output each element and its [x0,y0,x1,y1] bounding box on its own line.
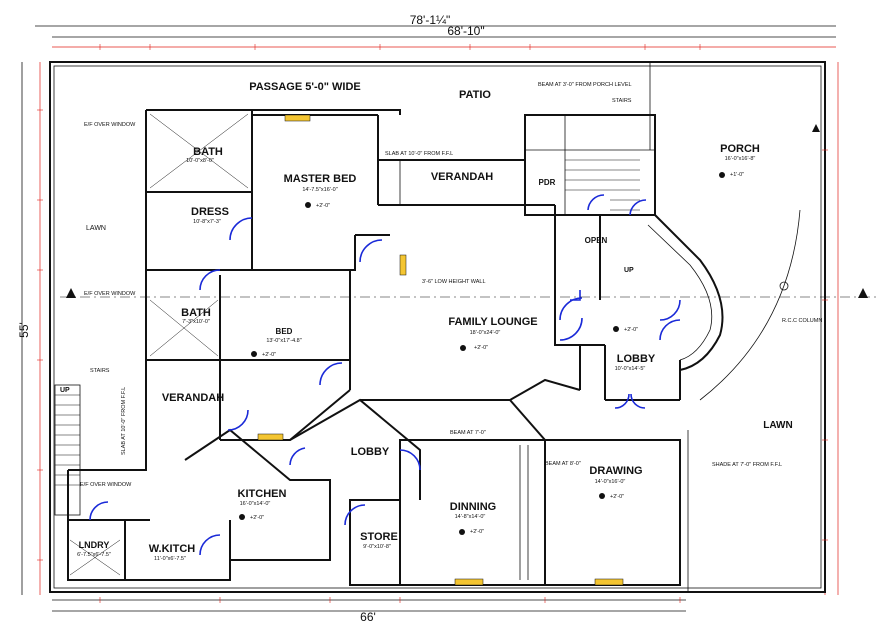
up-left-label: UP [60,387,70,394]
wkitch-size: 11'-0"x6'-7.5" [154,556,186,562]
lndry-size: 6'-7.5"x6'-7.5" [77,552,111,558]
stair-treads [55,159,640,486]
store-size: 9'-0"x10'-8" [363,544,391,550]
lawn-left-label: LAWN [86,225,106,232]
verandah2-label: VERANDAH [162,392,224,404]
rcc-note: R.C.C COLUMN [782,318,822,324]
porch-label: PORCH [720,143,760,155]
windows [257,114,624,586]
bath1-label: BATH [193,146,223,158]
patio-label: PATIO [459,89,491,101]
level-drawing: +2'-0" [610,494,624,500]
annotation-notes: SLAB AT 10'-0" FROM F.F.L BEAM AT 3'-0" … [60,82,822,535]
ef-note-1: E/F OVER WINDOW [84,122,136,128]
master-bed-label: MASTER BED [284,173,357,185]
overall-width-label-2: 68'-10" [447,24,484,38]
master-bed-size: 14'-7.5"x16'-0" [302,187,337,193]
passage-label: PASSAGE 5'-0" WIDE [249,81,361,93]
level-markers [239,172,725,535]
stairs-left-note: STAIRS [90,368,110,374]
porch-size: 16'-0"x16'-8" [725,156,756,162]
verandah1-label: VERANDAH [431,171,493,183]
bottom-width-label: 66' [360,610,376,624]
slab-left-note: SLAB AT 10'-0" FROM F.F.L [121,387,127,455]
drawing-label: DRAWING [589,465,642,477]
drawing-size: 14'-0"x16'-0" [595,479,626,485]
bed-size: 13'-0"x17'-4.8" [266,338,301,344]
stairs-top-note: STAIRS [612,98,632,104]
up-center-label: UP [624,267,634,274]
bath2-size: 7'-3"x10'-0" [182,319,210,325]
level-dinning: +2'-0" [470,529,484,535]
room-labels: PASSAGE 5'-0" WIDE PATIO BATH 10'-0"x8'-… [77,81,793,562]
slab-note: SLAB AT 10'-0" FROM F.F.L [385,151,453,157]
beam-lobby-note: BEAM AT 7'-0" [450,430,486,436]
lobby1-label: LOBBY [617,353,656,365]
lobby2-label: LOBBY [351,446,390,458]
kitchen-label: KITCHEN [238,488,287,500]
boundary-walls [49,61,826,593]
family-lounge-size: 18'-0"x24'-0" [470,330,501,336]
lndry-label: LNDRY [79,540,110,550]
bath-hatch [69,113,249,576]
house-walls [54,109,724,586]
lawn-curve [699,209,801,401]
dress-size: 10'-8"x7'-3" [193,219,221,225]
overall-height-label: 55' [17,322,31,338]
dinning-label: DINNING [450,501,496,513]
ef-note-3: E/F OVER WINDOW [80,482,132,488]
level-bed: +2'-0" [262,352,276,358]
level-master-bed: +2'-0" [316,203,330,209]
wkitch-label: W.KITCH [149,543,195,555]
pdr-label: PDR [539,178,556,187]
low-wall-note: 3'-6" LOW HEIGHT WALL [422,279,486,285]
store-label: STORE [360,531,398,543]
section-markers [60,124,880,298]
overall-dimensions: 78'-1¼" 68'-10" 66' 55' [17,13,839,624]
level-porch: +1'-0" [730,172,744,178]
level-kitchen: +2'-0" [250,515,264,521]
open-label: OPEN [585,236,608,245]
dress-label: DRESS [191,206,229,218]
shade-note: SHADE AT 7'-0" FROM F.F.L [712,462,782,468]
family-lounge-label: FAMILY LOUNGE [448,316,537,328]
bath1-size: 10'-0"x8'-0" [186,158,214,164]
beam-drawing-note: BEAM AT 8'-0" [545,461,581,467]
lobby1-size: 10'-0"x14'-5" [615,366,646,372]
overall-width-label: 78'-1¼" [410,13,451,27]
bed-label: BED [276,327,293,336]
kitchen-size: 16'-0"x14'-0" [240,501,271,507]
level-lobby: +2'-0" [624,327,638,333]
ef-note-2: E/F OVER WINDOW [84,291,136,297]
beam-porch-note: BEAM AT 3'-0" FROM PORCH LEVEL [538,82,632,88]
level-lounge: +2'-0" [474,345,488,351]
dinning-size: 14'-8"x14'-0" [455,514,486,520]
doors [89,194,681,556]
bath2-label: BATH [181,307,211,319]
dimension-ticks [37,44,828,603]
lawn-right-label: LAWN [763,420,792,431]
